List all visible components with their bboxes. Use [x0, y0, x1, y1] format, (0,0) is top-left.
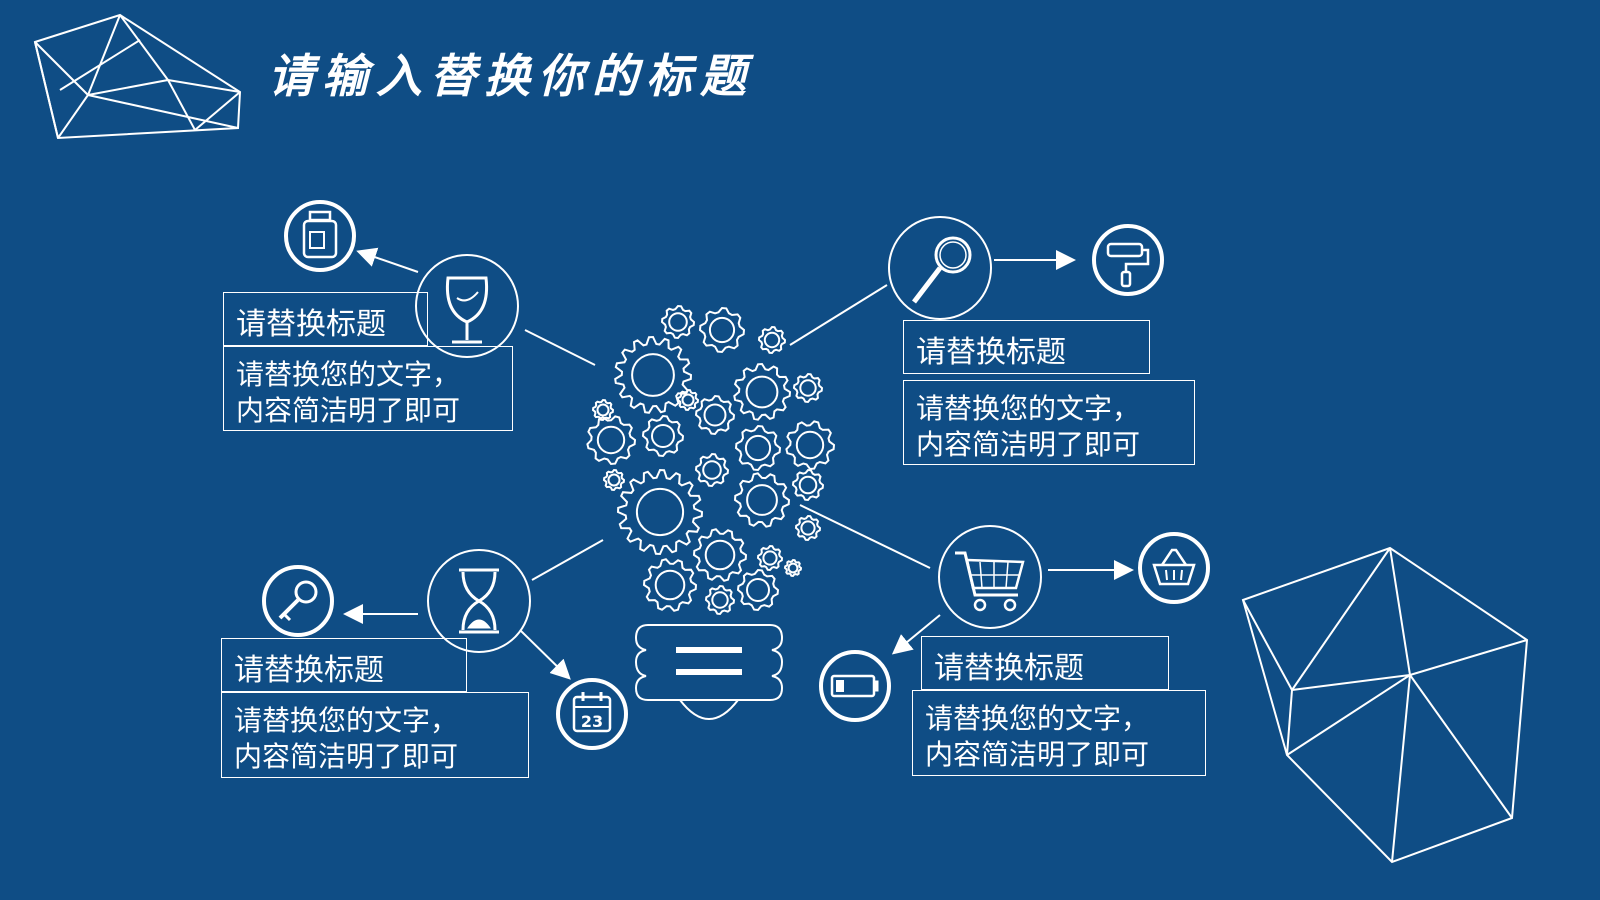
module-top-left-heading[interactable]: 请替换标题: [223, 292, 428, 346]
module-bottom-left-body[interactable]: 请替换您的文字， 内容简洁明了即可: [221, 692, 529, 778]
gear-hub: [746, 484, 778, 516]
basket-icon: [1138, 532, 1210, 604]
magnifier-icon: [888, 216, 992, 320]
module-bottom-right-heading[interactable]: 请替换标题: [921, 636, 1169, 690]
module-top-left-body[interactable]: 请替换您的文字， 内容简洁明了即可: [223, 346, 513, 431]
module-bottom-right-body[interactable]: 请替换您的文字， 内容简洁明了即可: [912, 690, 1206, 776]
gear-shape: [733, 472, 791, 528]
gear-shape: [704, 584, 736, 616]
gear-hub: [708, 316, 736, 344]
polygon-decoration-bottom-right: [1241, 546, 1529, 864]
gear-shape: [692, 528, 748, 582]
gear-shape: [642, 558, 698, 612]
gear-hub: [745, 375, 779, 409]
gear-shape: [641, 414, 685, 458]
module-top-right-body[interactable]: 请替换您的文字， 内容简洁明了即可: [903, 380, 1195, 465]
battery-icon: [819, 650, 891, 722]
gear-hub: [607, 473, 621, 487]
paint-roller-icon: [1092, 224, 1164, 296]
gear-hub: [744, 434, 772, 462]
wine-glass-icon: [415, 254, 519, 358]
gear-shape: [614, 335, 693, 414]
gear-shape: [733, 362, 792, 421]
gear-shape: [591, 398, 615, 422]
gear-hub: [651, 424, 675, 448]
gear-shape: [694, 452, 730, 488]
hourglass-icon: [427, 549, 531, 653]
polygon-decoration-top-left: [33, 13, 242, 140]
gear-hub: [762, 550, 778, 566]
gear-hub: [711, 591, 729, 609]
gear-shape: [757, 325, 787, 355]
gear-hub: [746, 578, 770, 602]
key-icon: [262, 565, 334, 637]
gear-hub: [681, 393, 695, 407]
gear-hub: [596, 403, 610, 417]
gear-shape: [698, 306, 746, 354]
gear-hub: [787, 562, 799, 574]
gear-shape: [794, 514, 822, 542]
gear-shape: [616, 468, 704, 556]
module-bottom-left-heading[interactable]: 请替换标题: [221, 638, 467, 692]
bottle-icon: [284, 200, 356, 272]
gear-shape: [602, 468, 626, 492]
gear-hub: [635, 487, 685, 537]
module-top-right-heading[interactable]: 请替换标题: [903, 320, 1150, 374]
calendar-day: 23: [581, 712, 603, 731]
gear-hub: [668, 312, 688, 332]
connector-lines: [524, 284, 931, 581]
gear-shape: [660, 304, 696, 340]
gear-hub: [654, 569, 686, 601]
gear-hub: [763, 331, 781, 349]
arrows: [343, 247, 1134, 680]
gear-hub: [795, 430, 825, 460]
gear-hub: [704, 539, 736, 571]
gear-hub: [596, 425, 626, 455]
gear-shape: [734, 424, 782, 472]
gear-hub: [798, 475, 818, 495]
gear-hub: [799, 379, 817, 397]
gear-shape: [586, 415, 637, 466]
gear-shape: [783, 558, 803, 578]
shopping-cart-icon: [938, 525, 1042, 629]
slide-title[interactable]: 请输入替换你的标题: [268, 49, 754, 103]
gear-hub: [702, 460, 722, 480]
gear-hub: [631, 353, 675, 397]
gear-hub: [800, 520, 816, 536]
gear-shape: [676, 388, 700, 412]
gear-shape: [791, 468, 825, 502]
gear-shape: [785, 420, 836, 471]
gear-lightbulb-icon: [586, 304, 836, 720]
calendar-icon: 23: [556, 678, 628, 750]
gear-shape: [694, 394, 736, 436]
gear-shape: [736, 568, 780, 612]
gear-shape: [756, 544, 784, 572]
gear-shape: [792, 372, 824, 404]
gear-hub: [703, 403, 727, 427]
